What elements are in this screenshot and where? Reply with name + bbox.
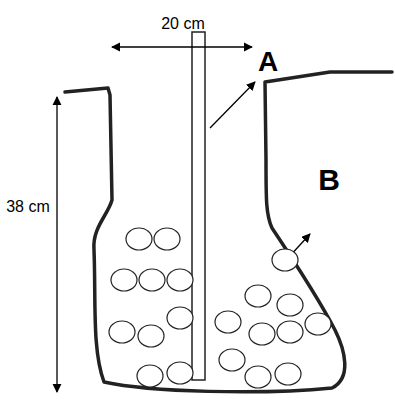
particle [305,313,331,335]
dimension-label: 20 cm [161,16,205,32]
particle [137,365,163,387]
particles [109,228,331,388]
particle [167,307,193,329]
rod [192,32,205,380]
particle [219,349,245,371]
dimension-label: 38 cm [6,199,50,215]
width-dimension [112,46,252,47]
particle [154,228,180,250]
particle [111,269,137,291]
particle [215,311,241,333]
particle [277,321,303,343]
particle [126,228,152,250]
callout-letter: A [258,48,278,76]
callout-letter: B [318,165,340,195]
leader-a [210,82,255,128]
particle [245,366,271,388]
particle [167,269,193,291]
particle [245,285,271,307]
particle [275,363,301,385]
particle [272,249,298,271]
height-dimension [56,97,57,392]
particle [139,269,165,291]
particle [277,294,303,316]
particle [167,362,193,384]
particle [138,325,164,347]
particle [109,321,135,343]
particle [249,323,275,345]
vessel-outline [65,72,392,392]
